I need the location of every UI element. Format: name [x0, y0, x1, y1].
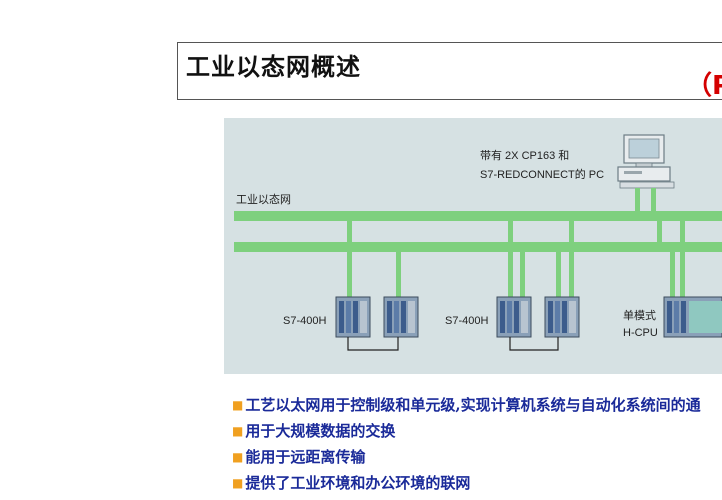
network-label: 工业以态网	[236, 193, 291, 206]
pc-connection	[635, 188, 640, 211]
pc-icon	[617, 134, 675, 189]
pc-caption-line1: 带有 2X CP163 和	[480, 148, 569, 162]
station-drop	[670, 252, 675, 297]
pc-connection	[657, 221, 662, 242]
bullet-text: 工艺以太网用于控制级和单元级,实现计算机系统与自动化系统间的通	[245, 396, 701, 414]
station-drop	[556, 252, 561, 297]
bullet-square-icon: ■	[232, 424, 244, 438]
bullet-text: 用于大规模数据的交换	[245, 422, 396, 440]
station-drop	[569, 221, 574, 297]
sync-link	[347, 337, 399, 351]
sync-link	[509, 337, 559, 351]
bullet-square-icon: ■	[232, 450, 244, 464]
station-drop	[347, 221, 352, 297]
bullet-square-icon: ■	[232, 476, 244, 490]
plc-rack-icon	[544, 296, 580, 338]
bullet-item: ■提供了工业环境和办公环境的联网	[232, 470, 722, 496]
slide-title-box: 工业以态网概述 （P	[177, 42, 722, 101]
station-label-line1: 单模式	[623, 309, 656, 322]
ethernet-bus-bottom	[234, 242, 722, 252]
bullet-item: ■能用于远距离传输	[232, 444, 722, 470]
network-diagram: 带有 2X CP163 和 S7-REDCONNECT的 PC 工业以态网 S7…	[224, 118, 722, 374]
plc-rack-icon	[383, 296, 419, 338]
slide-title-suffix: （P	[686, 71, 722, 101]
station-drop	[520, 252, 525, 297]
bullet-item: ■用于大规模数据的交换	[232, 418, 722, 444]
bullet-text: 提供了工业环境和办公环境的联网	[245, 474, 471, 492]
station-drop	[680, 221, 685, 297]
station-drop	[396, 252, 401, 297]
pc-connection	[651, 188, 656, 211]
network-diagram-svg: 带有 2X CP163 和 S7-REDCONNECT的 PC 工业以态网 S7…	[234, 134, 722, 351]
plc-rack-icon	[335, 296, 371, 338]
bullet-list: ■工艺以太网用于控制级和单元级,实现计算机系统与自动化系统间的通 ■用于大规模数…	[232, 392, 722, 496]
station-label: S7-400H	[283, 315, 326, 327]
plc-rack-icon	[496, 296, 532, 338]
station-label: S7-400H	[445, 315, 488, 327]
pc-caption-line2: S7-REDCONNECT的 PC	[480, 167, 604, 181]
bullet-item: ■工艺以太网用于控制级和单元级,实现计算机系统与自动化系统间的通	[232, 392, 722, 418]
ethernet-bus-top	[234, 211, 722, 221]
station-label-line2: H-CPU	[623, 327, 658, 339]
bullet-square-icon: ■	[232, 398, 244, 412]
slide-title: 工业以态网概述	[186, 53, 361, 81]
bullet-text: 能用于远距离传输	[245, 448, 366, 466]
plc-rack-icon	[663, 296, 722, 338]
station-drop	[508, 221, 513, 297]
